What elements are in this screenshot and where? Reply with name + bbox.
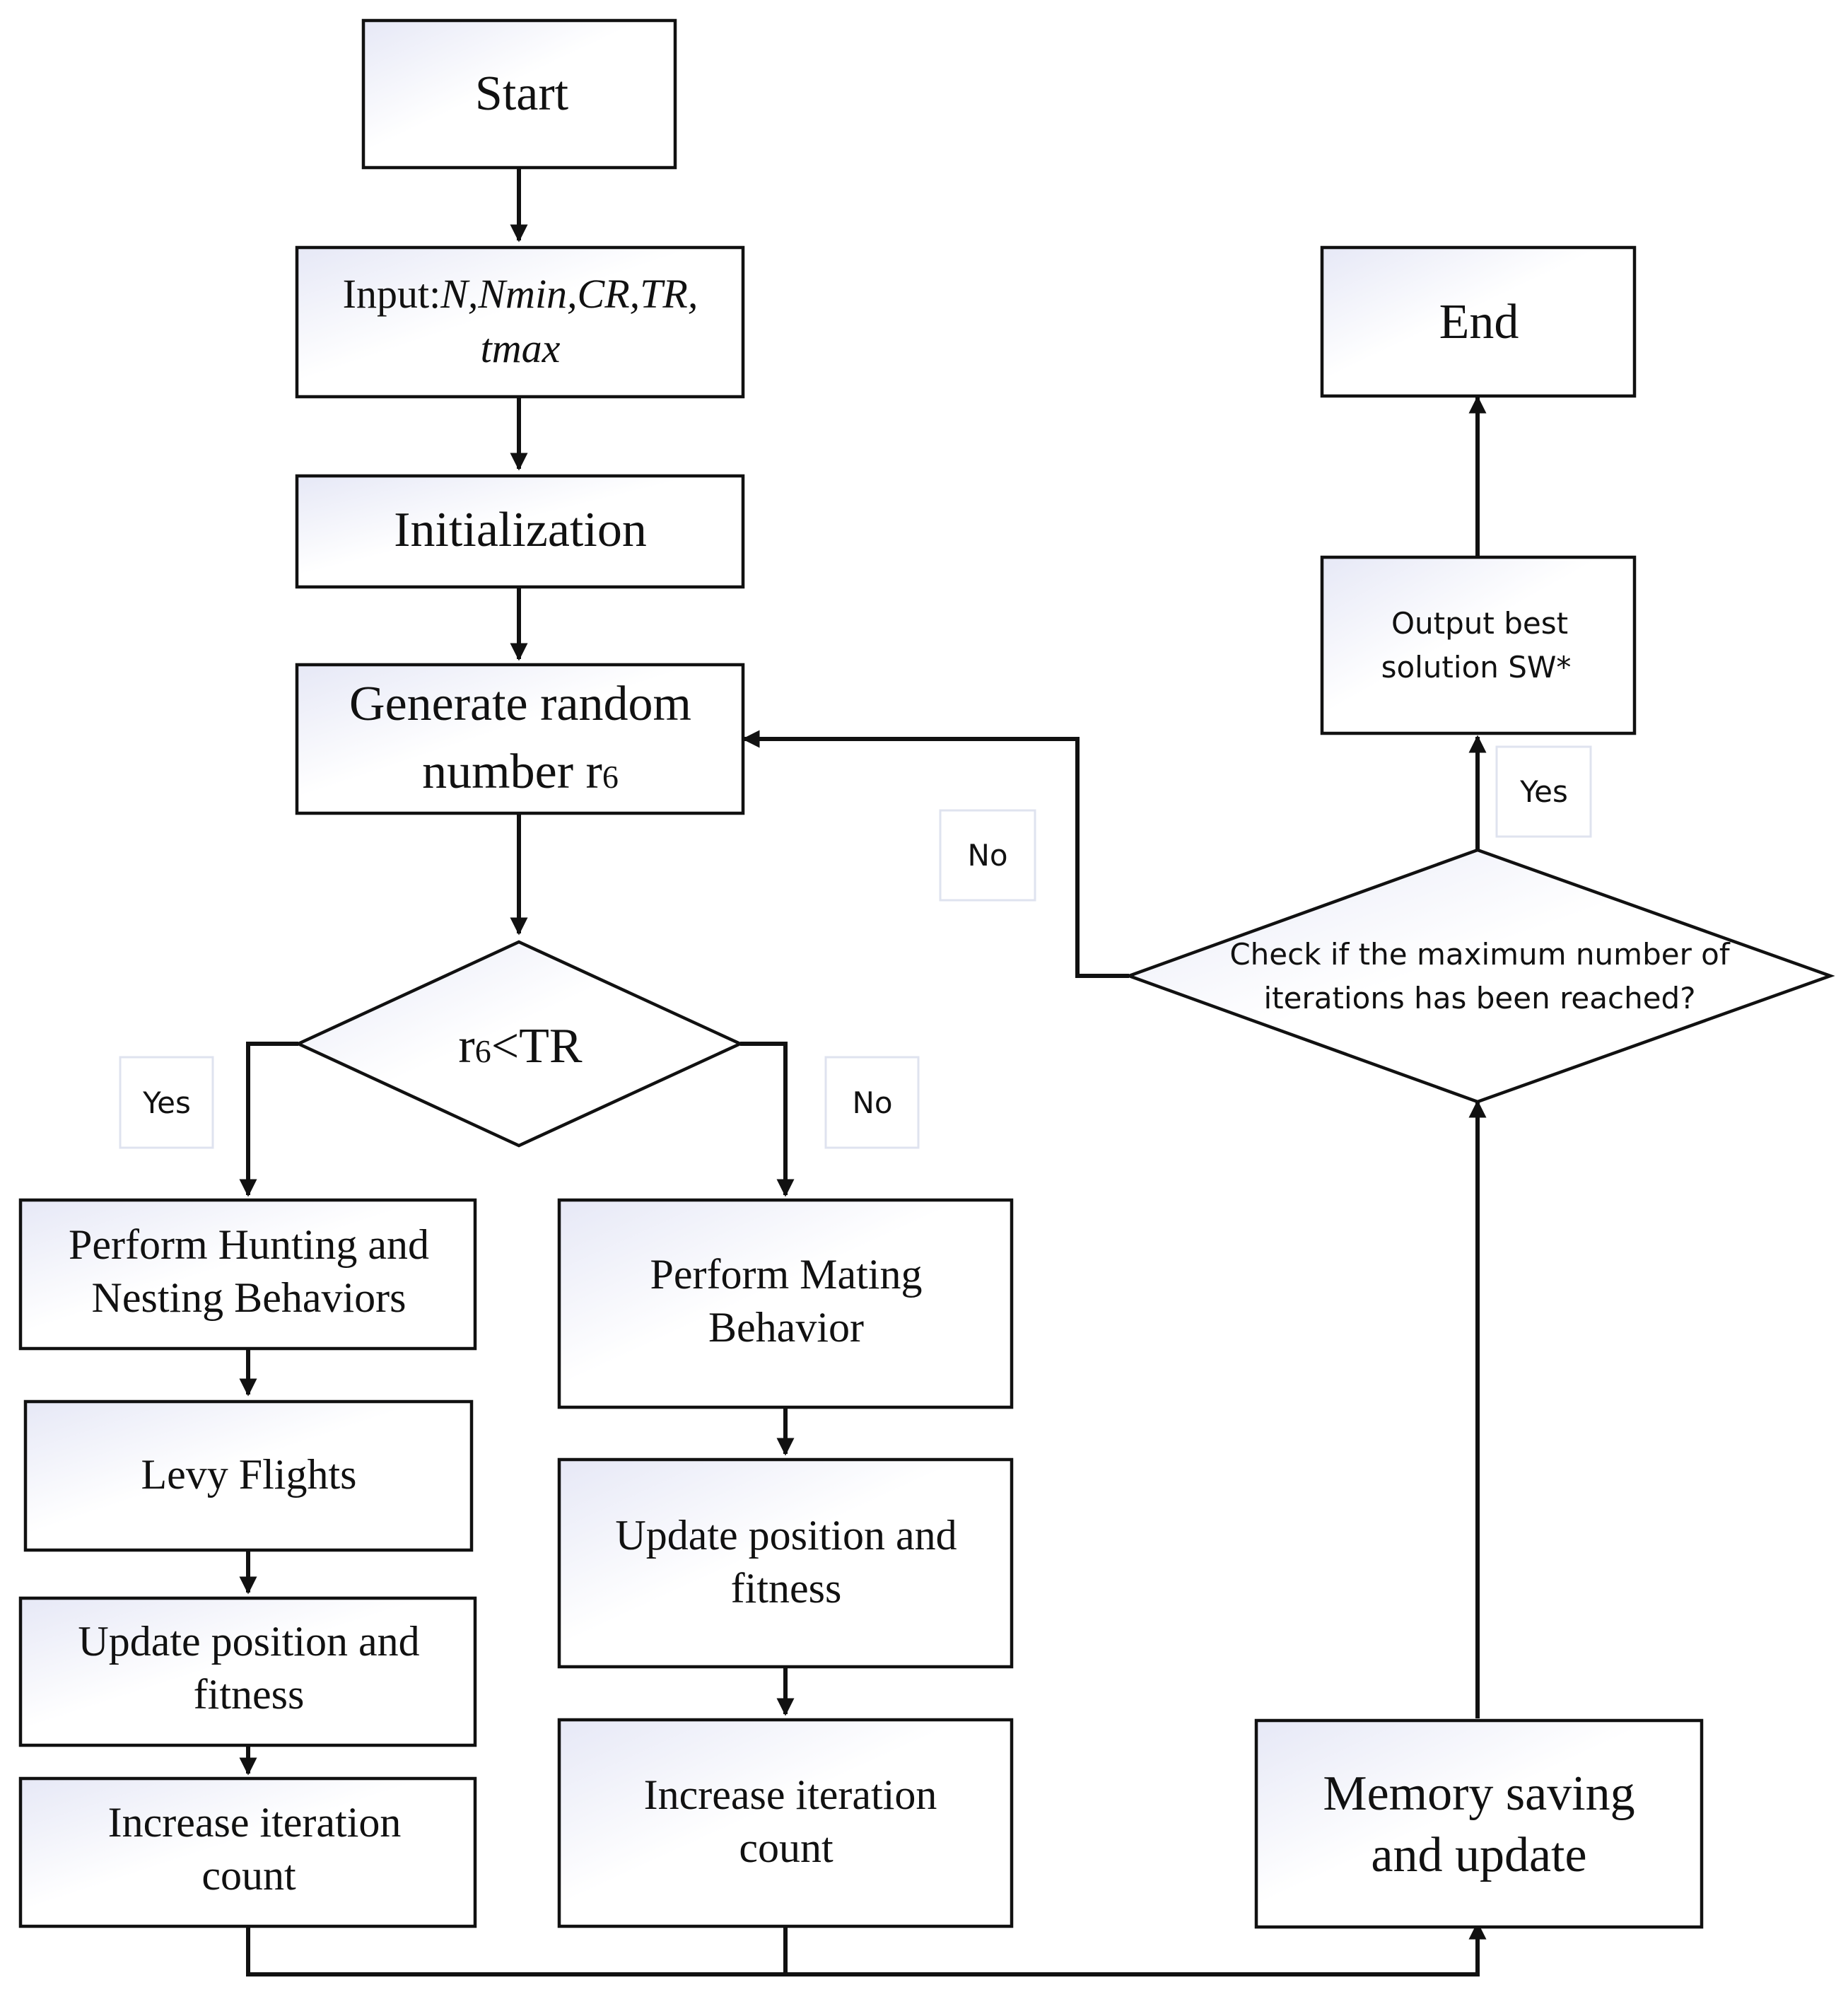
mating-label-line2: Behavior xyxy=(708,1304,864,1351)
yes-left-label-box xyxy=(119,1056,214,1149)
no-loop-label-box xyxy=(939,809,1036,902)
decision-r: r xyxy=(458,1019,474,1073)
arrow-check-no-loop xyxy=(742,730,1129,978)
end-box xyxy=(1320,245,1637,398)
levy-label: Levy Flights xyxy=(141,1451,356,1498)
output-label-line2: solution SW* xyxy=(1381,650,1572,685)
check-label-line2: iterations has been reached? xyxy=(1264,981,1696,1015)
decision-rest: <TR xyxy=(491,1019,583,1073)
hunting-label-line1: Perform Hunting and xyxy=(69,1221,429,1268)
increase-left-box xyxy=(18,1776,477,1928)
input-vars: N,Nmin,CR,TR, xyxy=(440,271,698,317)
end-label: End xyxy=(1439,295,1519,349)
decision-label: r6<TR xyxy=(458,1019,583,1073)
output-label-line1: Output best xyxy=(1391,606,1568,641)
connectors xyxy=(239,168,1487,1976)
generate-label-sub: 6 xyxy=(602,759,619,795)
yes-right-label-box xyxy=(1495,745,1592,838)
memory-box xyxy=(1254,1718,1704,1929)
memory-label-line2: and update xyxy=(1371,1828,1586,1882)
input-label-line1: Input:N,Nmin,CR,TR, xyxy=(343,271,698,317)
increase-mid-label-line1: Increase iteration xyxy=(644,1771,937,1818)
check-diamond xyxy=(1124,848,1835,1104)
mating-box xyxy=(557,1198,1014,1409)
update-mid-label-line2: fitness xyxy=(731,1565,842,1612)
initialization-label: Initialization xyxy=(394,503,647,557)
input-box xyxy=(295,245,745,399)
decision-sub: 6 xyxy=(475,1033,491,1069)
arrow-bottom-merge-to-memory xyxy=(246,1921,1487,1976)
generate-label-line1: Generate random xyxy=(349,677,691,731)
generate-box xyxy=(295,663,745,815)
no-loop-label: No xyxy=(967,838,1007,873)
generate-label-line2: number r6 xyxy=(422,745,619,799)
memory-label-line1: Memory saving xyxy=(1323,1766,1634,1821)
increase-left-label-line1: Increase iteration xyxy=(108,1799,402,1846)
levy-box xyxy=(23,1399,474,1552)
no-mid-label: No xyxy=(852,1085,892,1120)
boxes xyxy=(18,18,1835,1929)
branch-label-boxes xyxy=(119,745,1592,1149)
yes-right-label: Yes xyxy=(1519,774,1568,809)
update-left-box xyxy=(18,1596,477,1747)
update-mid-label-line1: Update position and xyxy=(615,1512,957,1559)
increase-left-label-line2: count xyxy=(201,1852,296,1899)
hunting-label-line2: Nesting Behaviors xyxy=(92,1274,407,1321)
yes-left-label: Yes xyxy=(142,1085,191,1120)
initialization-box xyxy=(295,474,745,589)
update-left-label-line2: fitness xyxy=(194,1671,305,1718)
update-left-label-line1: Update position and xyxy=(78,1618,419,1665)
start-box xyxy=(361,18,677,170)
mating-label-line1: Perform Mating xyxy=(650,1251,923,1298)
decision-diamond xyxy=(294,940,744,1148)
no-mid-label-box xyxy=(824,1056,920,1149)
check-label-line1: Check if the maximum number of xyxy=(1229,937,1731,972)
input-label-tmax: tmax xyxy=(481,325,561,371)
generate-label-main: number r xyxy=(422,745,602,799)
arrow-decision-yes xyxy=(239,1042,298,1197)
increase-mid-label-line2: count xyxy=(739,1824,834,1871)
start-label: Start xyxy=(475,66,569,121)
input-prefix: Input: xyxy=(343,271,441,317)
output-box xyxy=(1320,555,1637,735)
arrow-decision-no xyxy=(740,1042,795,1197)
hunting-box xyxy=(18,1198,477,1351)
update-mid-box xyxy=(557,1457,1014,1669)
increase-mid-box xyxy=(557,1718,1014,1928)
